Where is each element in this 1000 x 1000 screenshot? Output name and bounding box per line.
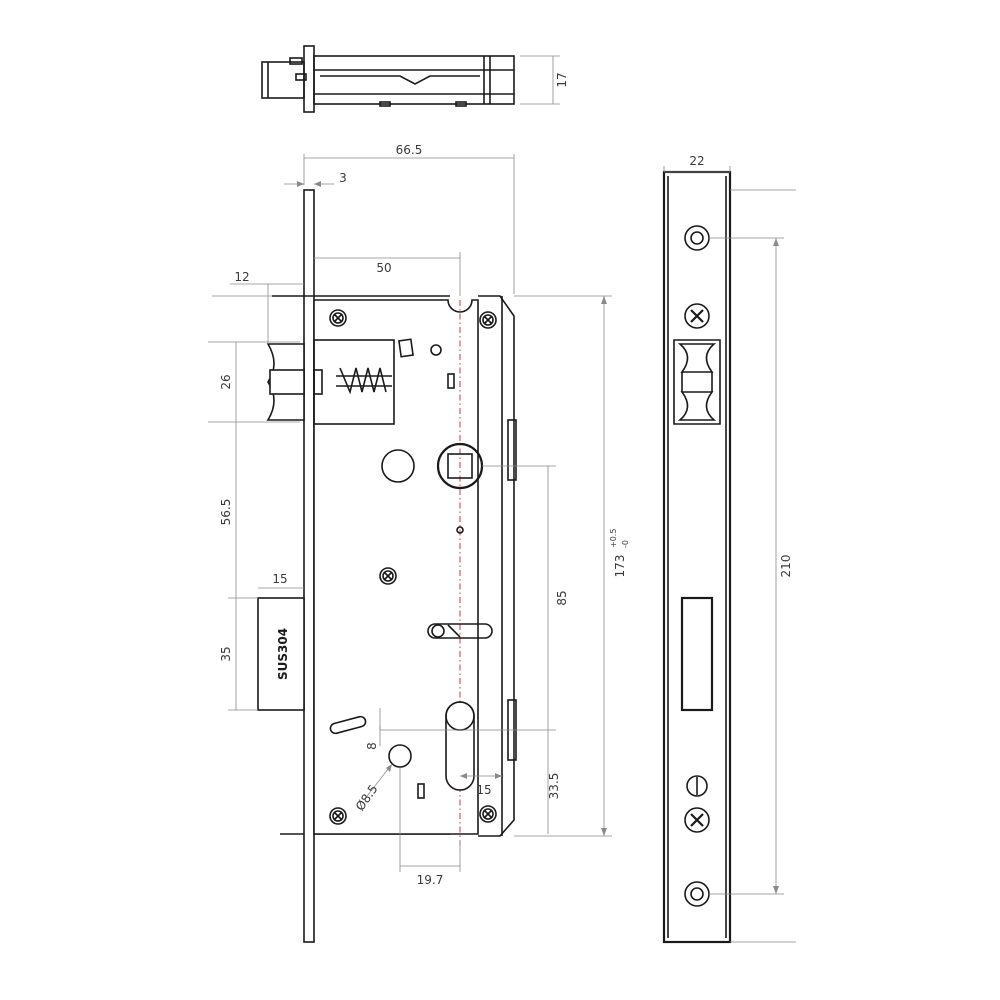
slot	[427, 623, 493, 639]
faceplate-front-view: 22 210	[662, 154, 796, 944]
case-screw-icon	[479, 311, 497, 329]
deadbolt	[257, 597, 305, 711]
dim-case-height-tol-lower: -0	[621, 540, 630, 548]
dim-faceplate-width: 22	[689, 154, 704, 168]
dim-faceplate-thickness: 3	[339, 171, 347, 185]
lock-case	[313, 299, 479, 835]
side-view-faceplate	[303, 189, 315, 943]
case-screw-icon	[479, 805, 497, 823]
phillips-screw-icon	[683, 806, 711, 834]
dim-deadbolt-projection: 15	[272, 572, 287, 586]
dim-case-height: 173	[613, 555, 627, 578]
euro-cylinder-profile	[445, 701, 475, 791]
mounting-hole-icon	[684, 225, 710, 251]
dim-cylinder-to-bottom: 33.5	[547, 773, 561, 800]
dim-faceplate-hole-spacing: 210	[779, 555, 793, 578]
dim-case-height-tol-upper: +0.5	[609, 529, 618, 548]
phillips-screw-icon	[683, 302, 711, 330]
dim-handle-to-cylinder: 85	[555, 590, 569, 605]
dim-latch-height: 26	[219, 374, 233, 389]
small-hole	[388, 744, 412, 768]
top-view: 17	[261, 45, 569, 113]
dim-latch-to-deadbolt: 56.5	[219, 499, 233, 526]
spring-icon	[339, 367, 387, 395]
dim-top-depth: 17	[555, 72, 569, 87]
case-screw-icon	[329, 309, 347, 327]
dim-backset: 50	[376, 261, 391, 275]
side-view: SUS304 66.5 3 50 12 26 56.5 15	[208, 143, 630, 943]
dim-backset-total: 66.5	[396, 143, 423, 157]
latch-opening	[673, 339, 721, 425]
dim-latch-projection: 12	[234, 270, 249, 284]
material-mark: SUS304	[276, 628, 290, 680]
case-screw-icon	[329, 807, 347, 825]
case-screw-icon	[379, 567, 397, 585]
spindle-square	[447, 453, 473, 479]
deadbolt-opening	[680, 596, 714, 712]
dim-hole-offset: 19.7	[417, 873, 444, 887]
top-view-case	[313, 55, 515, 105]
dim-small-offset: 8	[365, 742, 379, 750]
mounting-hole-icon	[684, 881, 710, 907]
dim-cylinder-width: 15	[476, 783, 491, 797]
dim-deadbolt-height: 35	[219, 646, 233, 661]
hole-circle	[381, 449, 415, 483]
